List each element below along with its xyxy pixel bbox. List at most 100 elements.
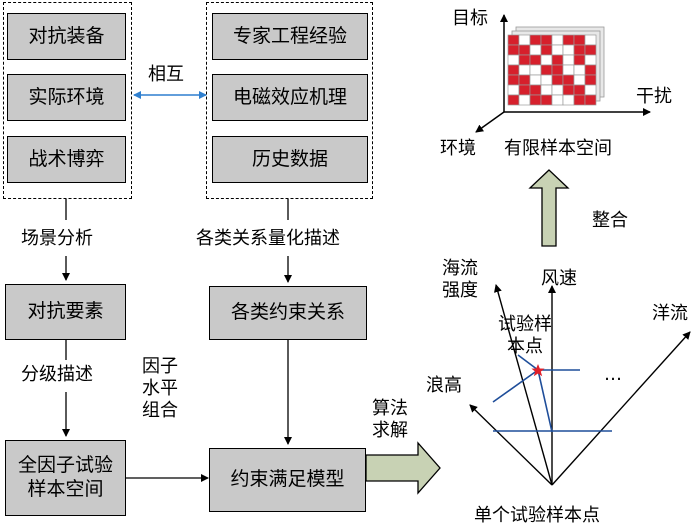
sample-point-label: 试验样本点 [496,314,554,358]
grid-cell [518,34,531,46]
expert-experience-box: 专家工程经验 [212,13,368,60]
em-mechanism-box: 电磁效应机理 [212,74,368,121]
grid-cell [507,44,520,56]
grid-cell [540,44,553,56]
grid-cell [584,74,597,86]
factor-level-text: 因子水平组合 [142,356,178,421]
grid-cell [518,94,531,106]
factor-level-label: 因子水平组合 [140,356,180,422]
grid-cell [562,64,575,76]
graded-description-label: 分级描述 [21,364,93,385]
grid-cell [573,74,586,86]
ocean-current-strength-label: 海流强度 [440,258,480,302]
grid-cell [551,34,564,46]
wave-height-label: 浪高 [426,375,462,396]
grid-cell [518,84,531,96]
grid-cell [584,64,597,76]
grid-cell [529,34,542,46]
grid-cell [540,84,553,96]
grid-cell [507,54,520,66]
integrate-label: 整合 [592,210,628,231]
historical-data-box: 历史数据 [212,136,368,183]
sample-space-3d [475,14,651,133]
grid-cell [551,94,564,106]
grid-cell [518,74,531,86]
axis-langgao [469,404,553,486]
grid-cell [573,34,586,46]
confrontation-elements-box: 对抗要素 [5,284,126,340]
grid-cell [562,34,575,46]
scene-analysis-label: 场景分析 [21,228,93,249]
full-factor-space-box: 全因子试验样本空间 [5,440,126,516]
grid-cell [562,44,575,56]
sample-point-text: 试验样本点 [498,314,552,357]
right-group-frame [206,2,373,199]
tactics-box: 战术博弈 [7,136,126,183]
grid-cell [584,44,597,56]
sample-construction-lines [492,369,580,403]
grid-cell [529,44,542,56]
grid-cell [507,74,520,86]
ocean-current-strength-text: 海流强度 [442,258,478,301]
axis-environment-label: 环境 [440,138,476,159]
radar-chart [469,284,691,486]
grid-cell [507,84,520,96]
grid-cell [540,64,553,76]
algorithm-solve-text: 算法求解 [372,398,408,441]
axis-jamming-label: 干扰 [636,86,672,107]
solve-fat-arrow [365,441,441,495]
grid-cell [562,84,575,96]
grid-cell [507,34,520,46]
full-factor-space-text: 全因子试验样本空间 [17,454,113,500]
grid-cell [529,64,542,76]
ellipsis-label: … [604,364,622,385]
environment-box: 实际环境 [7,74,126,121]
grid-cell [507,94,520,106]
grid-cell [518,54,531,66]
grid-cell [584,34,597,46]
constraint-relations-box: 各类约束关系 [209,286,367,340]
grid-cell [584,84,597,96]
grid-cell [562,74,575,86]
mutual-label: 相互 [148,64,184,85]
grid-cell [518,64,531,76]
grid-cell [573,54,586,66]
grid-cell [518,44,531,56]
grid-cell [529,84,542,96]
grid-cell [551,74,564,86]
grid-cell [507,64,520,76]
grid-cell [573,84,586,96]
axis-haeliu [494,284,553,486]
left-group-frame [3,2,132,199]
constraint-model-box: 约束满足模型 [209,448,366,512]
grid-cell [584,54,597,66]
finite-space-label: 有限样本空间 [504,138,612,159]
algorithm-solve-label: 算法求解 [370,398,410,442]
integrate-fat-arrow [528,169,570,247]
quantify-label: 各类关系量化描述 [196,228,340,249]
grid-cell [529,74,542,86]
equipment-box: 对抗装备 [7,13,126,60]
single-sample-caption: 单个试验样本点 [474,505,600,526]
grid-cell [540,74,553,86]
grid-cell [540,94,553,106]
grid-cell [529,94,542,106]
grid-cell [562,54,575,66]
grid-cell [529,54,542,66]
grid-cell [562,94,575,106]
grid-cell [551,64,564,76]
sea-current-label: 洋流 [652,303,688,324]
axis-yangliu [551,331,691,486]
grid-cell [551,44,564,56]
grid-cell [573,44,586,56]
grid-cell [540,54,553,66]
grid-cell [573,64,586,76]
grid-cell [551,54,564,66]
axis-target-label: 目标 [452,8,488,29]
sample-point-star [531,364,545,377]
grid-cell [540,34,553,46]
sample-grid [507,26,605,106]
wind-speed-label: 风速 [541,268,577,289]
grid-cell [573,94,586,106]
